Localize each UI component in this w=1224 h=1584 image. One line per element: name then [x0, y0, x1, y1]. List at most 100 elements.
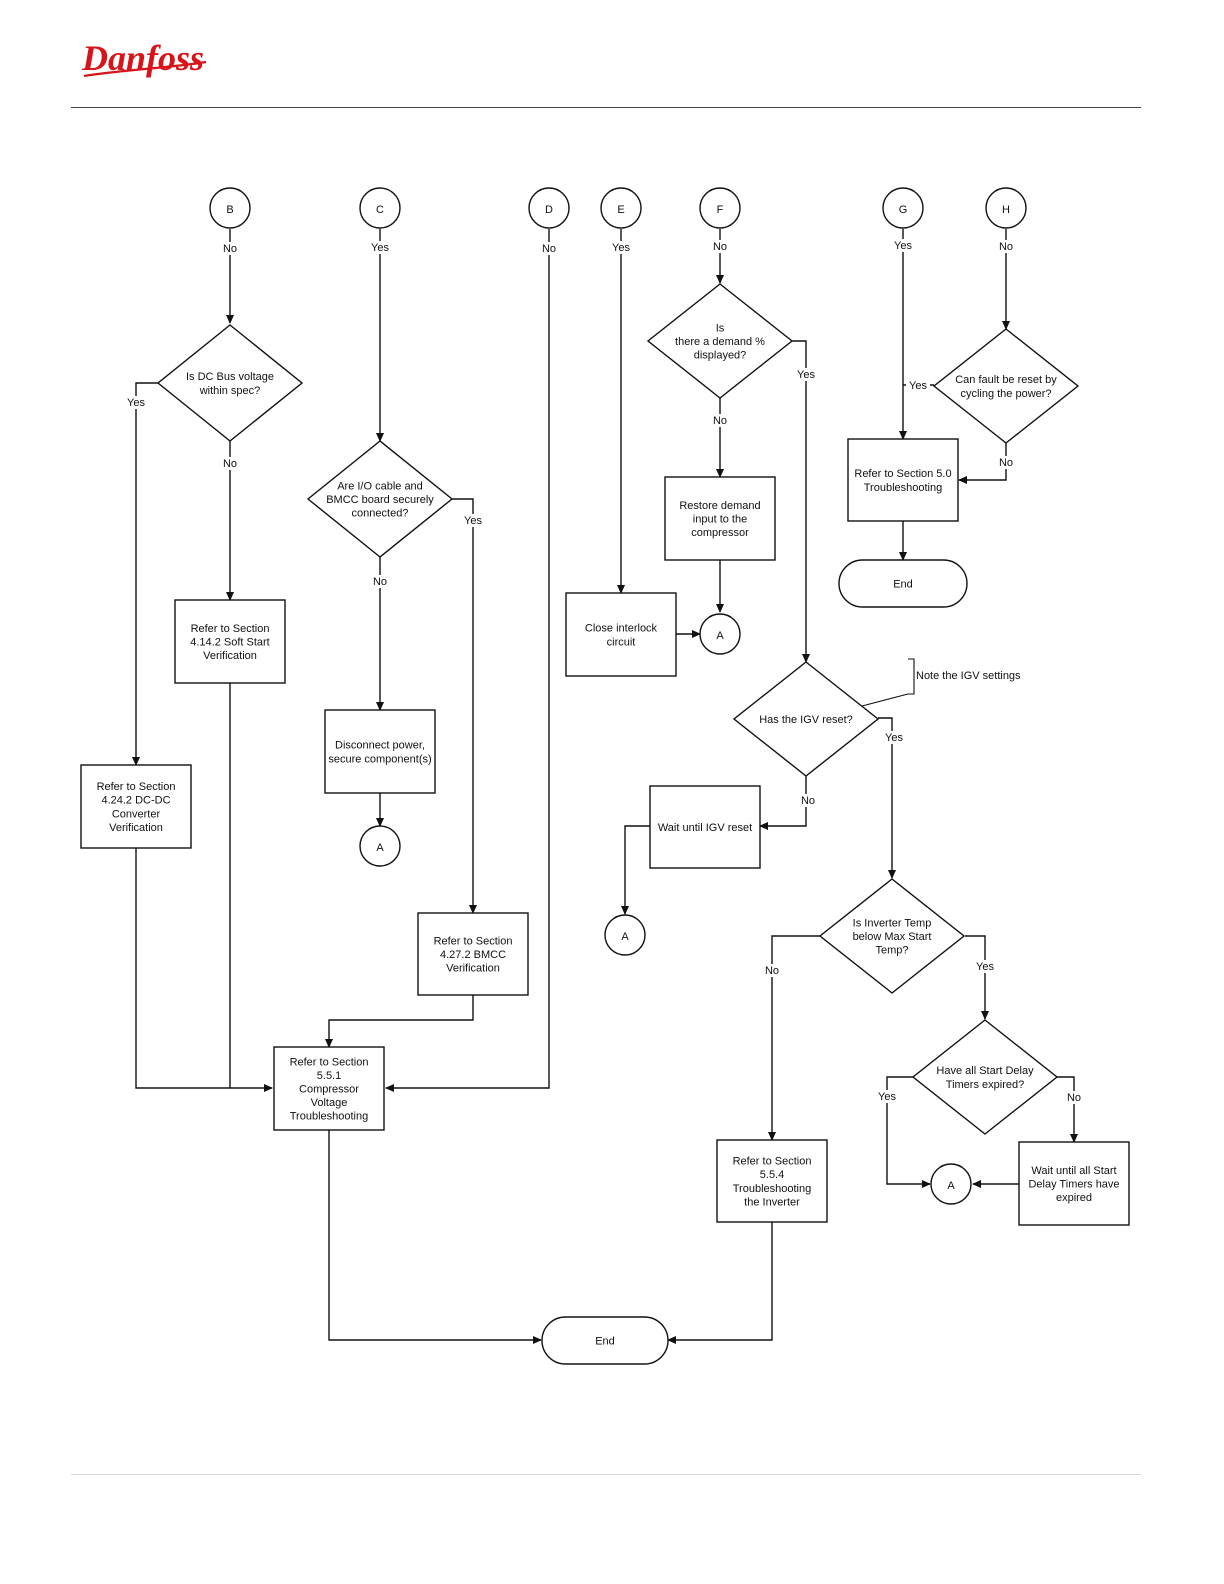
connector-a-disconnect-label: A [376, 842, 384, 854]
process-restore-demand-text: compressor [691, 527, 749, 539]
process-compressor-voltage-text: Compressor [299, 1084, 359, 1096]
note-bracket [908, 658, 915, 695]
svg-text:Yes: Yes [612, 242, 630, 254]
connector-f: F [699, 187, 741, 229]
decision-io-cable-text: BMCC board securely [326, 494, 434, 506]
label-f-no: No [708, 240, 732, 253]
process-inverter-section: Refer to Section5.5.4Troubleshootingthe … [716, 1139, 828, 1223]
connector-c: C [359, 187, 401, 229]
process-wait-timers-text: expired [1056, 1192, 1092, 1204]
process-wait-igv: Wait until IGV reset [649, 785, 761, 869]
terminal-end-upper-text: End [893, 579, 913, 591]
edge-inv-yes [965, 935, 989, 1020]
svg-text:Danfoss: Danfoss [81, 38, 204, 78]
svg-text:No: No [223, 458, 237, 470]
connector-b-label: B [226, 204, 233, 216]
decision-inverter-temp-text: Temp? [875, 945, 908, 957]
process-bmcc-text: Refer to Section [434, 935, 513, 947]
edge-invsection-end [667, 1222, 773, 1344]
decision-cycle-power-text: cycling the power? [960, 388, 1051, 400]
edge-demand-yes [792, 340, 810, 663]
label-inv-yes: Yes [973, 960, 997, 973]
label-io-no: No [368, 575, 392, 588]
terminal-end-upper: End [838, 559, 968, 608]
connector-h: H [985, 187, 1027, 229]
decision-demand-text: displayed? [694, 350, 747, 362]
connector-a-igv-label: A [621, 931, 629, 943]
label-b-no: No [218, 242, 242, 255]
process-inverter-section-text: Refer to Section [733, 1156, 812, 1168]
connector-e-label: E [617, 204, 624, 216]
svg-text:Yes: Yes [878, 1091, 896, 1103]
connector-a-igv: A [604, 914, 646, 956]
edge-inv-no [768, 935, 820, 1141]
process-disconnect-text: secure component(s) [328, 753, 431, 765]
label-e-yes: Yes [609, 241, 633, 254]
process-bmcc-text: 4.27.2 BMCC [440, 949, 506, 961]
svg-text:No: No [1067, 1092, 1081, 1104]
connector-a-disconnect: A [359, 825, 401, 867]
connector-f-label: F [717, 204, 724, 216]
decision-demand-text: there a demand % [675, 336, 765, 348]
edge-io-yes [452, 498, 477, 914]
label-c-yes: Yes [368, 241, 392, 254]
label-dc-yes: Yes [124, 396, 148, 409]
label-sd-no: No [1062, 1091, 1086, 1104]
connector-a-timers-label: A [947, 1180, 955, 1192]
label-demand-no: No [708, 414, 732, 427]
label-inv-no: No [760, 964, 784, 977]
process-inverter-section-text: 5.5.4 [760, 1169, 784, 1181]
danfoss-logo: Danfoss [80, 32, 210, 82]
svg-text:No: No [999, 241, 1013, 253]
connector-b: B [209, 187, 251, 229]
label-dc-no: No [218, 457, 242, 470]
svg-text:No: No [373, 576, 387, 588]
label-demand-yes: Yes [794, 368, 818, 381]
process-disconnect: Disconnect power,secure component(s) [324, 709, 436, 794]
label-cycle-yes: Yes [906, 379, 930, 392]
decision-demand-text: Is [716, 322, 725, 334]
process-inverter-section-text: the Inverter [744, 1196, 800, 1208]
decision-inverter-temp-text: below Max Start [853, 931, 932, 943]
process-compressor-voltage-text: Voltage [311, 1097, 348, 1109]
svg-text:Yes: Yes [371, 242, 389, 254]
decision-cycle-power-text: Can fault be reset by [955, 374, 1057, 386]
process-wait-timers-text: Delay Timers have [1028, 1179, 1119, 1191]
connector-a-timers: A [930, 1163, 972, 1205]
process-dcdc-text: Refer to Section [97, 781, 176, 793]
process-section-50-text: Refer to Section 5.0 [854, 468, 951, 480]
process-section-50-text: Troubleshooting [864, 482, 942, 494]
svg-text:No: No [713, 241, 727, 253]
process-compressor-voltage-text: Refer to Section [290, 1056, 369, 1068]
svg-text:Yes: Yes [976, 961, 994, 973]
process-restore-demand-text: input to the [693, 514, 747, 526]
process-dcdc-text: Verification [109, 822, 163, 834]
svg-text:Yes: Yes [885, 732, 903, 744]
decision-inverter-temp-text: Is Inverter Temp [853, 917, 932, 929]
process-interlock-text: Close interlock [585, 623, 658, 635]
label-sd-yes: Yes [875, 1090, 899, 1103]
svg-text:Yes: Yes [797, 369, 815, 381]
process-soft-start-text: Refer to Section [191, 623, 270, 635]
decision-dc-bus-text: within spec? [199, 385, 261, 397]
label-d-no: No [537, 242, 561, 255]
svg-text:No: No [999, 457, 1013, 469]
decision-demand: Is there a demand % displayed? [646, 283, 794, 399]
process-compressor-voltage-text: 5.5.1 [317, 1070, 341, 1082]
edge-cycle-no [958, 443, 1007, 484]
note-igv-settings: Note the IGV settings [916, 670, 1021, 682]
connector-a-interlock: A [699, 613, 741, 655]
edge-igv-yes [878, 717, 896, 879]
label-io-yes: Yes [461, 514, 485, 527]
svg-text:Yes: Yes [894, 240, 912, 252]
process-wait-igv-text: Wait until IGV reset [658, 822, 752, 834]
